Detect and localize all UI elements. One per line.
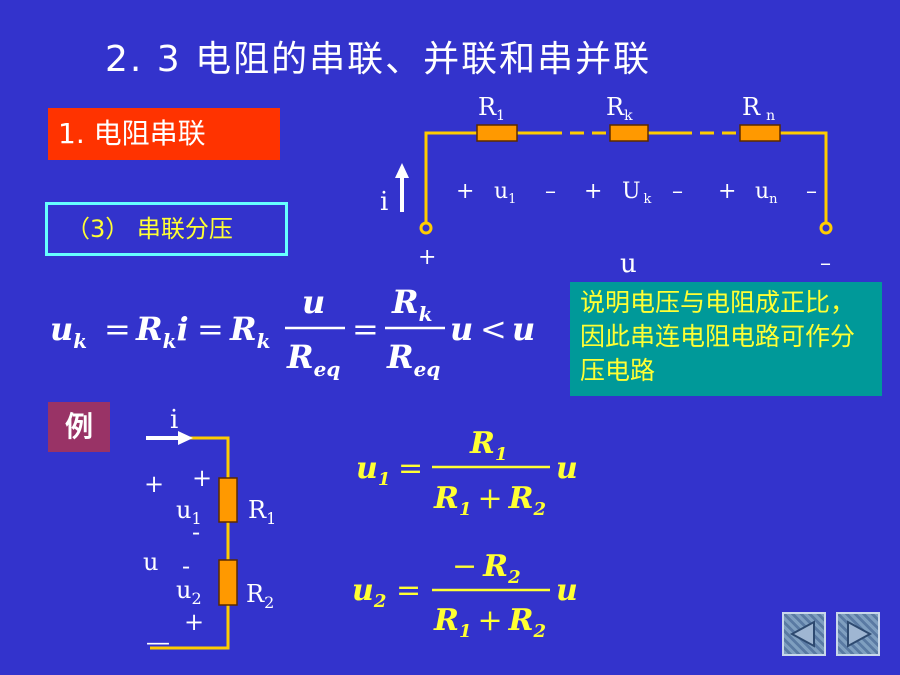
formula-u1-num: R1 <box>469 426 507 465</box>
total-minus: – <box>820 251 831 276</box>
example-outer-plus: + <box>144 470 164 498</box>
example-r2-plus: + <box>184 608 204 636</box>
example-resistor-r2 <box>218 559 238 606</box>
resistor-r1 <box>476 124 518 142</box>
formula-u1-lhs: u1 <box>356 451 390 490</box>
formula-u2-den: R1+R2 <box>433 603 546 642</box>
formula-u-rhs: u <box>512 310 535 348</box>
formula-u2: u2 = −R2 R1+R2 u <box>352 549 578 642</box>
label-r1: R1 <box>478 93 505 124</box>
voltage-divider-formula: uk = Rki = Rk u Req = Rk Req u < u <box>50 283 535 381</box>
resistor-rk <box>609 124 649 142</box>
un-plus: + <box>718 179 736 204</box>
example-outer-minus: — <box>146 628 170 656</box>
example-resistor-r1 <box>218 477 238 523</box>
example-total-voltage: u <box>143 548 158 576</box>
prev-slide-button[interactable] <box>782 612 826 656</box>
triangle-left-icon <box>789 620 815 648</box>
terminal-right <box>819 221 833 235</box>
example-current-arrowhead <box>178 431 193 445</box>
formula-u2-lhs: u2 <box>352 573 386 612</box>
formula-rk-2: Rk <box>229 310 270 353</box>
frac2-numerator: Rk <box>391 283 432 326</box>
explanation-note: 说明电压与电阻成正比，因此串连电阻电路可作分压电路 <box>570 282 882 396</box>
example-r1-label: R1 <box>248 496 276 528</box>
triangle-right-icon <box>847 620 873 648</box>
formula-u1: u1 = R1 R1+R2 u <box>356 426 578 520</box>
subsection-heading: （3） 串联分压 <box>45 202 288 256</box>
u1-plus: + <box>456 179 474 204</box>
u1-minus: – <box>545 179 556 204</box>
resistor-rn <box>739 124 781 142</box>
formula-u1-rhs: u <box>556 451 578 486</box>
terminal-left <box>419 221 433 235</box>
formula-eq-2: = <box>197 310 224 348</box>
current-arrowhead <box>395 163 409 178</box>
formula-u1-den: R1+R2 <box>433 481 546 520</box>
example-u2-label: u2 <box>176 576 202 608</box>
example-label: 例 <box>48 402 110 452</box>
slide-title: 2. 3 电阻的串联、并联和串并联 <box>105 39 652 80</box>
example-r2-label: R2 <box>246 580 274 612</box>
u1-label: u1 <box>494 179 516 207</box>
formula-eq-3: = <box>352 310 379 348</box>
frac1-numerator: u <box>302 283 325 321</box>
total-voltage-label: u <box>620 249 637 279</box>
formula-u2-eq: = <box>396 573 421 608</box>
formula-u: u <box>450 310 473 348</box>
frac1-denominator: Req <box>286 338 340 381</box>
un-minus: – <box>806 179 817 204</box>
example-r2-minus: - <box>182 552 190 580</box>
uk-minus: – <box>672 179 683 204</box>
example-current-label: i <box>170 405 178 435</box>
example-u1-label: u1 <box>176 496 202 528</box>
formula-lt: < <box>480 310 507 348</box>
formula-u1-eq: = <box>398 451 423 486</box>
section-heading: 1. 电阻串联 <box>48 108 280 160</box>
formula-eq-1: = <box>104 310 131 348</box>
example-circuit-wires <box>150 436 230 650</box>
formula-u2-num: −R2 <box>452 549 521 588</box>
formula-u2-rhs: u <box>556 573 578 608</box>
total-plus: + <box>418 245 436 270</box>
example-r1-plus: + <box>192 464 212 492</box>
next-slide-button[interactable] <box>836 612 880 656</box>
formula-uk: uk <box>50 310 87 353</box>
example-r1-minus: - <box>192 518 200 546</box>
frac2-denominator: Req <box>386 338 440 381</box>
uk-plus: + <box>584 179 602 204</box>
formula-rk-i: Rki <box>135 310 189 353</box>
current-label: i <box>380 187 388 217</box>
top-circuit-wires <box>424 131 828 225</box>
un-label: un <box>755 179 778 207</box>
label-rk: Rk <box>606 93 633 124</box>
